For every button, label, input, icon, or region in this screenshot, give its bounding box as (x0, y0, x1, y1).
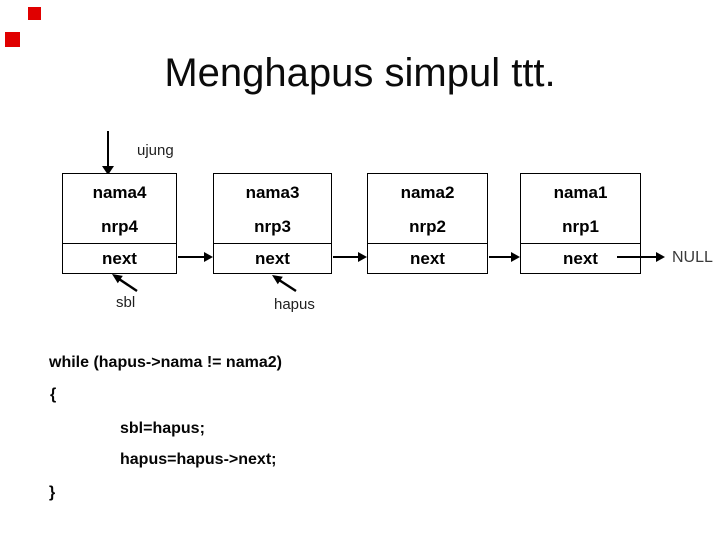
node-nrp-field: nrp2 (409, 217, 446, 236)
node-nrp-field: nrp3 (254, 217, 291, 236)
node-box-2: nama3 nrp3 next (213, 173, 332, 274)
slide-title: Menghapus simpul ttt. (164, 51, 556, 95)
node-next-field: next (63, 243, 176, 273)
node-nama-field: nama1 (553, 183, 608, 202)
node-next-field: next (521, 243, 640, 273)
code-line-open-brace: { (50, 386, 57, 403)
hapus-pointer-label: hapus (274, 296, 315, 313)
node-nrp-field: nrp1 (562, 217, 599, 236)
next-arrow-2 (333, 252, 367, 262)
red-square-decoration (5, 32, 20, 47)
node-next-field: next (368, 243, 487, 273)
null-arrow (617, 252, 665, 262)
hapus-arrow (272, 275, 297, 293)
node-nrp-field: nrp4 (101, 217, 138, 236)
node-box-1: nama4 nrp4 next (62, 173, 177, 274)
red-square-decoration (28, 7, 41, 20)
next-arrow-1 (178, 252, 213, 262)
null-label: NULL (672, 249, 713, 266)
node-box-4: nama1 nrp1 next (520, 173, 641, 274)
node-next-field: next (214, 243, 331, 273)
sbl-arrow (112, 274, 138, 292)
sbl-pointer-label: sbl (116, 294, 136, 311)
ujung-arrowhead-icon (102, 166, 114, 175)
ujung-arrow (107, 131, 109, 167)
node-nama-field: nama4 (92, 183, 147, 202)
next-arrow-3 (489, 252, 520, 262)
code-line-while: while (hapus->nama != nama2) (49, 354, 282, 371)
node-nama-field: nama3 (245, 183, 300, 202)
code-line-hapus-assign: hapus=hapus->next; (120, 451, 277, 468)
node-box-3: nama2 nrp2 next (367, 173, 488, 274)
ujung-pointer-label: ujung (137, 142, 174, 159)
code-line-close-brace: } (49, 484, 56, 501)
code-line-sbl-assign: sbl=hapus; (120, 420, 205, 437)
node-nama-field: nama2 (400, 183, 455, 202)
